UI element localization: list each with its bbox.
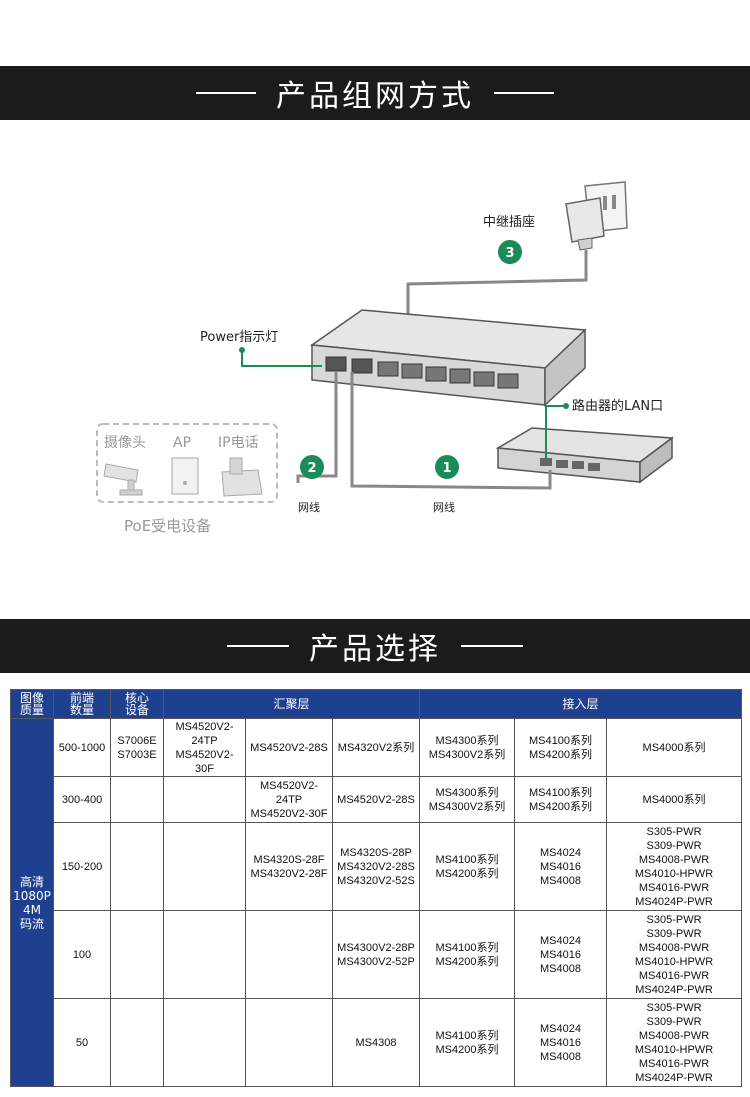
cell-agg1: MS4520V2- 24TP MS4520V2- 30F xyxy=(163,718,246,777)
cell-acc1: MS4300系列 MS4300V2系列 xyxy=(419,718,516,777)
cell-core xyxy=(110,910,164,999)
svg-text:3: 3 xyxy=(505,246,514,261)
power-led-pointer xyxy=(241,350,322,367)
cell-count: 100 xyxy=(53,910,111,999)
label-camera: 摄像头 xyxy=(104,435,146,451)
cell-acc3: S305-PWR S309-PWR MS4008-PWR MS4010-HPWR… xyxy=(606,910,743,999)
banner-dash-left xyxy=(196,92,256,94)
cell-agg2 xyxy=(245,910,333,999)
cell-agg3: MS4320S-28P MS4320V2-28S MS4320V2-52S xyxy=(331,822,421,911)
label-ip-phone: IP电话 xyxy=(218,435,259,451)
quality-label: 高清 1080P 4M 码流 xyxy=(10,718,54,1087)
cell-acc3: S305-PWR S309-PWR MS4008-PWR MS4010-HPWR… xyxy=(606,822,743,911)
svg-text:2: 2 xyxy=(307,461,316,476)
cell-agg1 xyxy=(163,822,246,911)
table-row: 50 MS4308 MS4100系列 MS4200系列 MS4024 MS401… xyxy=(11,998,743,1087)
label-cable-1: 网线 xyxy=(433,500,455,514)
header-access: 接入层 xyxy=(419,689,743,719)
cell-acc2: MS4100系列 MS4200系列 xyxy=(514,776,608,823)
cell-acc1: MS4100系列 MS4200系列 xyxy=(419,998,516,1087)
section-title-selection: 产品选择 xyxy=(309,632,441,667)
uplink-cable xyxy=(350,372,552,490)
label-router-lan: 路由器的LAN口 xyxy=(572,398,663,414)
cell-acc2: MS4100系列 MS4200系列 xyxy=(514,718,608,777)
cell-agg1 xyxy=(163,910,246,999)
table-header-row: 图像 质量 前端 数量 核心 设备 汇聚层 接入层 xyxy=(10,689,743,719)
section-banner-networking: 产品组网方式 xyxy=(0,66,750,120)
cell-core xyxy=(110,822,164,911)
cell-acc2: MS4024 MS4016 MS4008 xyxy=(514,910,608,999)
table-row: 300-400 MS4520V2- 24TP MS4520V2-30F MS45… xyxy=(11,776,743,823)
cell-acc1: MS4100系列 MS4200系列 xyxy=(419,910,516,999)
step-3-badge: 3 xyxy=(498,240,522,264)
camera-icon xyxy=(103,463,143,496)
cell-agg1 xyxy=(163,998,246,1087)
label-power-socket: 中继插座 xyxy=(483,215,535,230)
cell-core xyxy=(110,776,164,823)
cell-core: S7006E S7003E xyxy=(110,718,164,777)
label-power-led: Power指示灯 xyxy=(200,330,278,345)
ap-icon xyxy=(171,457,199,495)
header-front-count: 前端 数量 xyxy=(53,689,111,719)
label-cable-2: 网线 xyxy=(298,500,320,514)
header-core: 核心 设备 xyxy=(110,689,164,719)
cell-acc3: S305-PWR S309-PWR MS4008-PWR MS4010-HPWR… xyxy=(606,998,743,1087)
cell-acc3: MS4000系列 xyxy=(606,776,743,823)
step-2-badge: 2 xyxy=(300,455,324,479)
power-adapter-icon xyxy=(565,197,605,251)
cell-acc3: MS4000系列 xyxy=(606,718,743,777)
cell-agg2: MS4320S-28F MS4320V2-28F xyxy=(245,822,333,911)
cell-agg2: MS4520V2- 24TP MS4520V2-30F xyxy=(245,776,333,823)
banner-dash-left xyxy=(227,645,289,647)
table-row: 100 MS4300V2-28P MS4300V2-52P MS4100系列 M… xyxy=(11,910,743,999)
cell-core xyxy=(110,998,164,1087)
table-row: 150-200 MS4320S-28F MS4320V2-28F MS4320S… xyxy=(11,822,743,911)
cell-agg3: MS4320V2系列 xyxy=(331,718,421,777)
table-row: 高清 1080P 4M 码流 500-1000 S7006E S7003E MS… xyxy=(10,718,743,1087)
cell-count: 300-400 xyxy=(53,776,111,823)
cell-agg3: MS4300V2-28P MS4300V2-52P xyxy=(331,910,421,999)
cell-agg2 xyxy=(245,998,333,1087)
svg-text:1: 1 xyxy=(442,461,451,476)
poe-switch-icon xyxy=(309,309,587,407)
banner-dash-right xyxy=(461,645,523,647)
step-1-badge: 1 xyxy=(435,455,459,479)
section-title-networking: 产品组网方式 xyxy=(276,79,474,114)
router-lan-pointer xyxy=(545,405,566,460)
cell-agg2: MS4520V2-28S xyxy=(245,718,333,777)
power-cable xyxy=(406,250,588,318)
router-icon xyxy=(495,427,675,484)
cell-acc2: MS4024 MS4016 MS4008 xyxy=(514,822,608,911)
diagram-svg: 中继插座 3 Power指示灯 xyxy=(96,181,675,535)
cell-count: 50 xyxy=(53,998,111,1087)
cell-acc1: MS4100系列 MS4200系列 xyxy=(419,822,516,911)
poe-devices-box xyxy=(96,423,278,503)
cell-count: 500-1000 xyxy=(53,718,111,777)
cell-acc1: MS4300系列 MS4300V2系列 xyxy=(419,776,516,823)
cell-acc2: MS4024 MS4016 MS4008 xyxy=(514,998,608,1087)
header-quality: 图像 质量 xyxy=(10,689,54,719)
cell-agg3: MS4308 xyxy=(331,998,421,1087)
cell-agg3: MS4520V2-28S xyxy=(331,776,421,823)
cell-count: 150-200 xyxy=(53,822,111,911)
banner-dash-right xyxy=(494,92,554,94)
ip-phone-icon xyxy=(221,457,263,497)
label-poe-devices: PoE受电设备 xyxy=(124,517,211,535)
cell-agg1 xyxy=(163,776,246,823)
networking-diagram: 中继插座 3 Power指示灯 xyxy=(0,140,750,600)
header-aggregation: 汇聚层 xyxy=(162,689,421,719)
section-banner-selection: 产品选择 xyxy=(0,619,750,673)
label-ap: AP xyxy=(173,435,191,451)
product-selection-table: 图像 质量 前端 数量 核心 设备 汇聚层 接入层 高清 1080P 4M 码流… xyxy=(10,689,743,1087)
